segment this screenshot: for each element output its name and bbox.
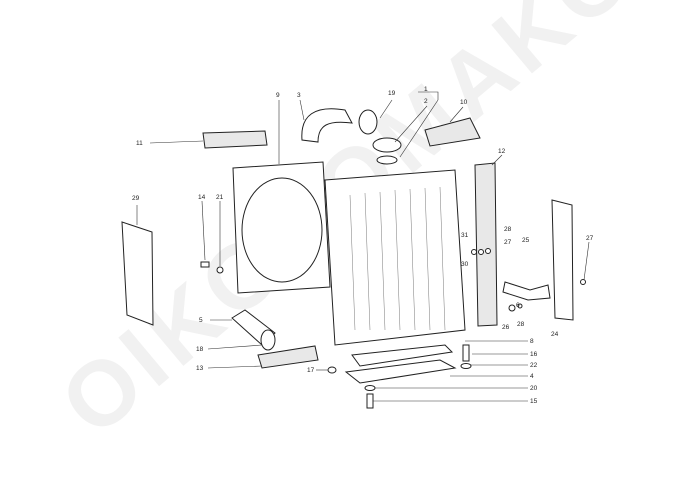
callout-5: 5 — [199, 317, 203, 324]
callout-21: 21 — [216, 194, 224, 201]
callout-10: 10 — [460, 99, 468, 106]
callout-19: 19 — [388, 90, 396, 97]
callout-22: 22 — [530, 362, 538, 369]
callout-2: 2 — [424, 98, 428, 105]
callout-20: 20 — [530, 385, 538, 392]
callout-11: 11 — [136, 140, 143, 147]
part-4-8-mounting-plates — [344, 340, 528, 384]
part-3-hose — [299, 99, 353, 143]
callout-13: 13 — [196, 365, 204, 372]
callout-31: 31 — [461, 232, 469, 239]
callout-27-right: 27 — [586, 235, 594, 242]
callout-15: 15 — [530, 398, 538, 405]
callout-8: 8 — [530, 338, 534, 345]
part-25-bracket — [502, 281, 551, 301]
callout-28-lower: 28 — [517, 321, 525, 328]
callout-29: 29 — [132, 195, 140, 202]
fasteners — [200, 200, 590, 409]
callout-30: 30 — [461, 261, 469, 268]
callout-27: 27 — [504, 239, 512, 246]
radiator-core — [324, 91, 466, 346]
part-11-foam-block — [149, 130, 268, 149]
callout-9: 9 — [276, 92, 280, 99]
callout-28: 28 — [504, 226, 512, 233]
part-5-pipe — [207, 309, 276, 351]
callout-12: 12 — [498, 148, 506, 155]
callout-14: 14 — [198, 194, 206, 201]
part-10-foam-pad — [424, 106, 481, 147]
part-24-side-panel — [551, 199, 574, 321]
part-19-clamp — [358, 99, 393, 135]
part-29-side-panel — [121, 205, 154, 326]
callout-1: 1 — [424, 86, 428, 93]
part-9-fan-shroud — [232, 100, 331, 294]
callout-18: 18 — [196, 346, 204, 353]
callout-16: 16 — [530, 351, 538, 358]
part-13-foam-block — [207, 345, 319, 369]
callout-3: 3 — [297, 92, 301, 99]
callout-26: 26 — [502, 324, 510, 331]
callout-6: 6 — [516, 302, 520, 309]
callout-17: 17 — [307, 367, 315, 374]
callout-4: 4 — [530, 373, 534, 380]
callout-24: 24 — [551, 331, 559, 338]
part-12-foam-column — [474, 154, 503, 327]
callout-labels: 1 2 3 9 19 10 11 12 29 14 21 31 28 27 30… — [132, 86, 594, 405]
callout-25: 25 — [522, 237, 530, 244]
